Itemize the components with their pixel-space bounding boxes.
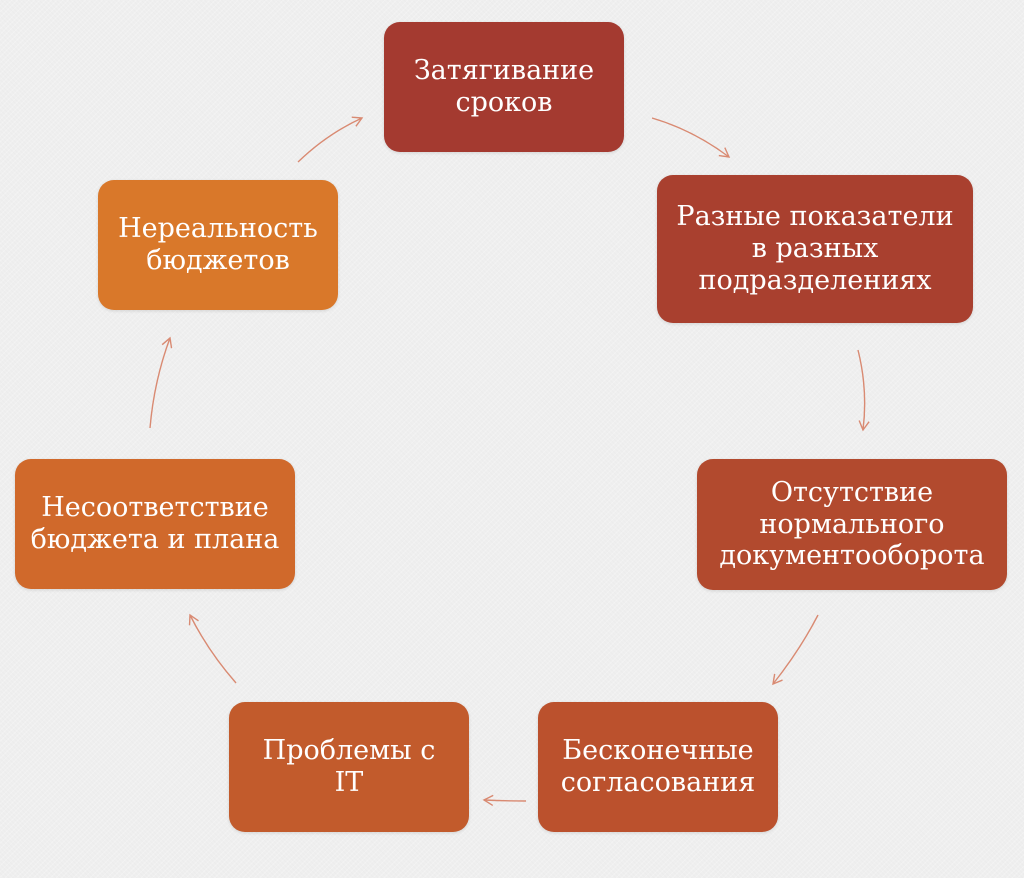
- node-label-line: в разных: [751, 233, 879, 265]
- arrow-1-to-2: [651, 117, 731, 158]
- node-label: Бесконечные согласования: [561, 735, 755, 799]
- node-label: Отсутствие нормального документооборота: [719, 477, 984, 573]
- node-label: Затягивание сроков: [414, 55, 594, 119]
- node-zatyagivanie-srokov: Затягивание сроков: [384, 22, 624, 152]
- node-label-line: Нереальность: [118, 213, 318, 245]
- node-otsutstvie-dokumentooborota: Отсутствие нормального документооборота: [697, 459, 1007, 590]
- node-label: Несоответствие бюджета и плана: [31, 492, 280, 556]
- node-label-line: Разные показатели: [676, 201, 954, 233]
- arrow-2-to-3: [857, 349, 870, 432]
- node-label-line: подразделениях: [698, 264, 932, 296]
- node-raznye-pokazateli: Разные показатели в разных подразделения…: [657, 175, 973, 323]
- node-label-line: нормального: [759, 508, 945, 540]
- arrow-6-to-7: [149, 336, 173, 429]
- node-label-line: Проблемы с: [262, 735, 436, 767]
- node-problemy-s-it: Проблемы с IT: [229, 702, 469, 832]
- node-nesootvetstvie-byudzheta: Несоответствие бюджета и плана: [15, 459, 295, 589]
- node-label-line: IT: [334, 767, 364, 798]
- node-label-line: Затягивание: [413, 55, 595, 87]
- node-label-line: бюджета и плана: [30, 524, 280, 555]
- node-label-line: Несоответствие: [41, 492, 269, 524]
- node-label-line: сроков: [455, 87, 553, 118]
- node-label-line: Бесконечные: [562, 735, 754, 767]
- node-beskonechnye-soglasovaniya: Бесконечные согласования: [538, 702, 778, 832]
- node-label: Нереальность бюджетов: [118, 213, 318, 277]
- arrow-7-to-1: [297, 116, 364, 163]
- node-label: Проблемы с IT: [263, 735, 436, 799]
- node-nerealnost-byudzhetov: Нереальность бюджетов: [98, 180, 338, 310]
- arrow-4-to-5: [482, 794, 527, 807]
- node-label-line: бюджетов: [146, 245, 290, 276]
- node-label-line: документооборота: [719, 540, 985, 572]
- node-label-line: Отсутствие: [770, 476, 934, 508]
- arrow-3-to-4: [772, 614, 819, 686]
- arrow-5-to-6: [188, 613, 237, 684]
- node-label-line: согласования: [560, 767, 756, 798]
- node-label: Разные показатели в разных подразделения…: [676, 201, 953, 297]
